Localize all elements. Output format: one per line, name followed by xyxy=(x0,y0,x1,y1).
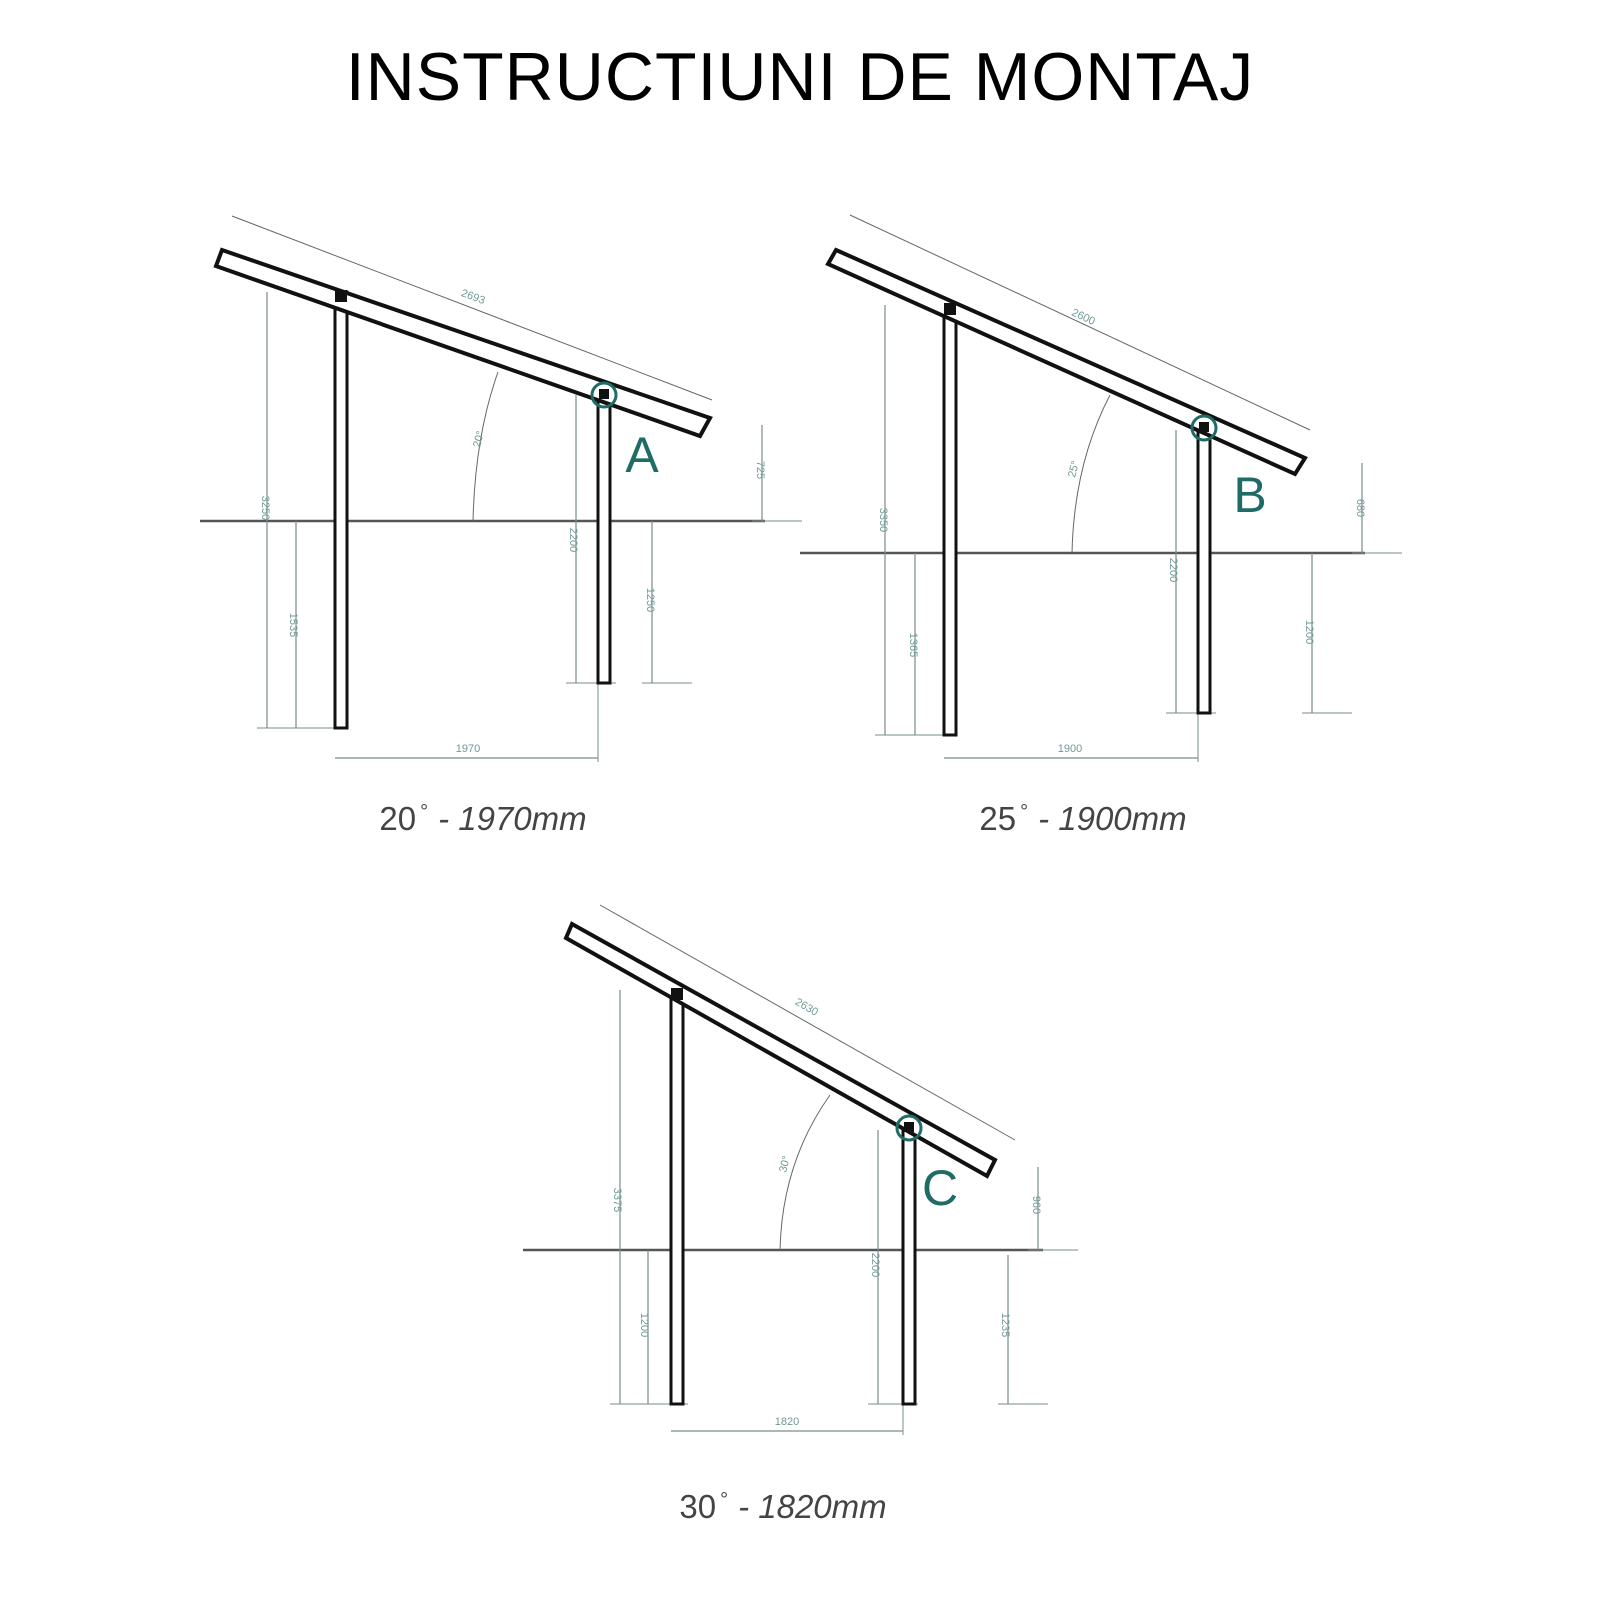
caption-length: - 1820mm xyxy=(738,1488,887,1525)
degree-symbol: ° xyxy=(420,801,429,823)
right-joint xyxy=(599,389,609,399)
caption-a: 20° - 1970mm xyxy=(379,800,586,838)
dimension-label-beam: 2600 xyxy=(1070,307,1097,328)
dimension-label-left-below: 1365 xyxy=(907,633,919,657)
right-joint xyxy=(904,1122,914,1132)
dimension-label-beam: 2630 xyxy=(793,996,820,1019)
panel-beam xyxy=(825,247,1308,477)
left-joint xyxy=(671,988,683,1000)
dimension-line-beam xyxy=(599,904,1016,1141)
dimension-label-left-total: 3250 xyxy=(259,496,271,520)
dimension-label-right-total: 2200 xyxy=(869,1253,881,1277)
caption-length: - 1900mm xyxy=(1038,800,1187,837)
right-post xyxy=(901,1126,917,1406)
dimension-label-overhang: 725 xyxy=(754,461,766,479)
dimension-label-spacing: 1970 xyxy=(456,743,480,755)
joint-highlight-circle xyxy=(895,1114,923,1142)
dimension-line-beam xyxy=(849,214,1311,431)
caption-angle: 25 xyxy=(979,800,1017,837)
caption-angle: 30 xyxy=(679,1488,717,1525)
dimension-label-right-below: 1200 xyxy=(1303,620,1315,644)
panel-beam xyxy=(213,247,713,439)
dimension-line-beam xyxy=(231,215,713,401)
angle-arc xyxy=(779,1094,831,1251)
diagram-a: 3250 1535 2200 1250 725 1970 2693 20° A xyxy=(200,215,802,762)
diagram-b: 3350 1365 2200 1200 680 1900 2600 25° B xyxy=(800,214,1402,762)
panel-beam xyxy=(563,921,998,1179)
caption-angle: 20 xyxy=(379,800,417,837)
caption-c: 30° - 1820mm xyxy=(679,1488,886,1526)
dimension-label-left-total: 3375 xyxy=(611,1188,623,1212)
dimension-label-right-total: 2200 xyxy=(567,528,579,552)
dimension-label-right-below: 1235 xyxy=(999,1313,1011,1337)
dimension-label-beam: 2693 xyxy=(459,287,486,307)
right-post xyxy=(596,393,612,685)
left-post xyxy=(669,988,685,1406)
dimension-label-overhang: 960 xyxy=(1030,1196,1042,1214)
dimension-label-left-total: 3350 xyxy=(877,508,889,532)
left-joint xyxy=(335,290,347,302)
left-post xyxy=(942,303,958,737)
left-post xyxy=(333,290,349,730)
angle-arc xyxy=(1071,394,1111,554)
dimension-label-left-below: 1200 xyxy=(638,1313,650,1337)
joint-highlight-circle xyxy=(1190,414,1218,442)
dimension-label-right-total: 2200 xyxy=(1167,558,1179,582)
dimension-label-left-below: 1535 xyxy=(287,613,299,637)
diagram-c: 3375 1200 2200 1235 960 1820 2630 30° C xyxy=(523,904,1078,1435)
angle-arc xyxy=(472,371,499,522)
detail-marker-a: A xyxy=(625,427,659,483)
caption-b: 25° - 1900mm xyxy=(979,800,1186,838)
dimension-label-overhang: 680 xyxy=(1354,499,1366,517)
degree-symbol: ° xyxy=(720,1489,729,1511)
angle-label: 20° xyxy=(471,430,487,449)
dimension-label-spacing: 1900 xyxy=(1058,743,1082,755)
right-post xyxy=(1196,426,1212,715)
dimension-label-spacing: 1820 xyxy=(775,1416,799,1428)
degree-symbol: ° xyxy=(1020,801,1029,823)
page-title: INSTRUCTIUNI DE MONTAJ xyxy=(345,39,1255,115)
detail-marker-b: B xyxy=(1233,467,1266,523)
left-joint xyxy=(944,303,956,315)
angle-label: 30° xyxy=(777,1155,793,1174)
joint-highlight-circle xyxy=(590,381,618,409)
angle-label: 25° xyxy=(1066,460,1082,479)
dimension-label-right-below: 1250 xyxy=(644,588,656,612)
detail-marker-c: C xyxy=(922,1160,958,1216)
caption-length: - 1970mm xyxy=(438,800,587,837)
right-joint xyxy=(1199,422,1209,432)
